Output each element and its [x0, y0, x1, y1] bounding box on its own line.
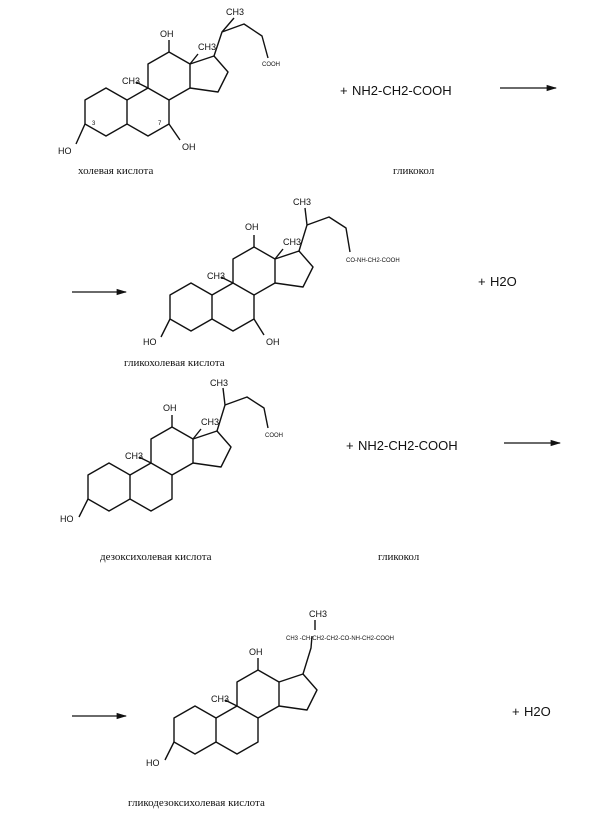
position-7: 7	[158, 121, 162, 127]
ring-a	[173, 705, 217, 755]
ring-c	[236, 669, 280, 719]
plus-sign-2: +	[478, 274, 486, 289]
glycodeoxycholic-acid-structure: OH CH3 CH3 CH3 -CH-CH2-CH2-CO-NH-CH2-COO…	[146, 609, 394, 768]
ch3-18: CH3	[201, 417, 219, 427]
ring-b	[211, 282, 255, 332]
ring-c	[232, 246, 276, 296]
ring-b	[215, 705, 259, 755]
plus-sign-1: +	[340, 83, 348, 98]
cooh: COOH	[265, 433, 283, 439]
ring-a	[84, 87, 128, 137]
oh-c7: OH	[266, 337, 280, 347]
ch3-19: CH3	[125, 451, 143, 461]
ch3-19: CH3	[207, 271, 225, 281]
side-chain-link	[302, 635, 313, 675]
ring-b	[126, 87, 170, 137]
glycocoll-caption-1: гликокол	[393, 165, 435, 177]
oh-c12: OH	[163, 403, 177, 413]
substituent-bonds	[78, 415, 202, 518]
oh-c3: HO	[60, 514, 74, 524]
ch3-18: CH3	[198, 42, 216, 52]
side-chain	[213, 17, 269, 59]
ring-d	[274, 250, 314, 288]
water-1: H2O	[490, 274, 517, 289]
ch3-21: CH3	[293, 197, 311, 207]
side-chain	[216, 387, 269, 432]
cholic-acid-structure: OH CH3 CH3 CH3 COOH HO OH 3 7	[58, 7, 280, 156]
oh-c7: OH	[182, 142, 196, 152]
water-2: H2O	[524, 704, 551, 719]
ch3-19: CH3	[211, 694, 229, 704]
ch3-21: CH3	[309, 609, 327, 619]
substituent-bonds	[160, 235, 284, 338]
ch3-19: CH3	[122, 76, 140, 86]
glycocoll-formula-2: NH2-CH2-COOH	[358, 438, 458, 453]
ring-d	[189, 55, 229, 93]
glycocholic-acid-structure: OH CH3 CH3 CH3 CO-NH-CH2-COOH HO OH	[143, 197, 400, 347]
ch3-21: CH3	[226, 7, 244, 17]
glycine-amide-side-chain: CH3 -CH-CH2-CH2-CO-NH-CH2-COOH	[286, 636, 394, 642]
deoxycholic-acid-structure: OH CH3 CH3 CH3 COOH HO	[60, 378, 283, 524]
oh-c12: OH	[160, 29, 174, 39]
side-chain	[298, 207, 351, 253]
plus-sign-3: +	[346, 438, 354, 453]
oh-c3: HO	[143, 337, 157, 347]
substituent-bonds	[75, 40, 199, 145]
oh-c12: OH	[249, 647, 263, 657]
ring-a	[169, 282, 213, 332]
ch3-21: CH3	[210, 378, 228, 388]
ring-a	[87, 462, 131, 512]
glycine-amide-side-chain: CO-NH-CH2-COOH	[346, 258, 400, 264]
ring-b	[129, 462, 173, 512]
oh-c3: HO	[58, 146, 72, 156]
ring-c	[150, 426, 194, 476]
glycocoll-caption-2: гликокол	[378, 551, 420, 563]
ch3-18: CH3	[283, 237, 301, 247]
cholic-acid-caption: холевая кислота	[78, 165, 153, 177]
cooh: COOH	[262, 62, 280, 68]
glycodeoxycholic-acid-caption: гликодезоксихолевая кислота	[128, 797, 265, 809]
substituent-bonds	[164, 620, 316, 761]
deoxycholic-acid-caption: дезоксихолевая кислота	[100, 551, 212, 563]
ring-d	[278, 673, 318, 711]
oh-c3: HO	[146, 758, 160, 768]
ring-d	[192, 430, 232, 468]
position-3: 3	[92, 121, 96, 127]
oh-c12: OH	[245, 222, 259, 232]
ring-c	[147, 51, 191, 101]
glycocholic-acid-caption: гликохолевая кислота	[124, 357, 225, 369]
plus-sign-4: +	[512, 704, 520, 719]
glycocoll-formula-1: NH2-CH2-COOH	[352, 83, 452, 98]
